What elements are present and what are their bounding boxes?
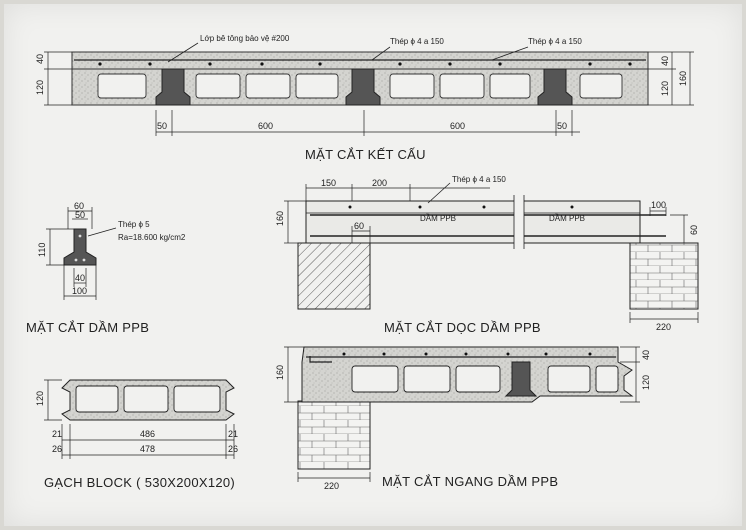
dim-100: 100	[651, 200, 666, 210]
dim-150: 150	[321, 178, 336, 188]
dim-beam-height: 110	[37, 243, 47, 257]
longitudinal-section-title: MẶT CẮT DỌC DẦM PPB	[384, 320, 541, 335]
longitudinal-dimensions	[284, 184, 699, 323]
dim-right-top: 40	[660, 56, 670, 66]
longitudinal-steel-note: Thép ϕ 4 a 150	[452, 175, 506, 184]
transverse-ppb-beam	[504, 361, 538, 397]
right-brick-support	[629, 242, 699, 310]
dim-beam-right: 50	[557, 121, 567, 131]
structural-drawing: Lớp bê tông bảo vệ #200 Thép ϕ 4 a 150 T…	[26, 34, 699, 491]
dim-right-total: 160	[678, 71, 688, 86]
dim-21-right: 21	[228, 429, 238, 439]
beam-profile	[63, 228, 97, 266]
dim-transverse-block: 120	[641, 375, 651, 390]
dim-beam-bottom-outer: 100	[72, 286, 87, 296]
transverse-dimensions	[284, 346, 640, 482]
beam-section: Thép ϕ 5 Ra=18.600 kg/cm2 60 50 110 40 1…	[26, 201, 186, 335]
structure-section-title: MẶT CẮT KẾT CẤU	[305, 147, 426, 162]
transverse-brick-support	[297, 400, 371, 470]
dim-span-2: 600	[450, 121, 465, 131]
ppb-beams	[155, 68, 573, 106]
longitudinal-section: DẦM PPB DẦM PPB Thép ϕ 4 a 150 150 200 1…	[275, 175, 699, 335]
dim-21-left: 21	[52, 429, 62, 439]
drawing-sheet: Lớp bê tông bảo vệ #200 Thép ϕ 4 a 150 T…	[4, 4, 742, 526]
dim-486: 486	[140, 429, 155, 439]
dim-block-height: 120	[35, 391, 45, 406]
dim-longitudinal-height: 160	[275, 211, 285, 226]
dim-220-transverse: 220	[324, 481, 339, 491]
beam-steel-note: Thép ϕ 5	[118, 220, 150, 229]
block-brick-section: 120 21 486 21 26 478 26 GẠCH BLOCK ( 530…	[35, 379, 238, 490]
dim-60-bearing: 60	[354, 221, 364, 231]
dim-beam-top-inner: 50	[75, 210, 85, 220]
dim-60-right: 60	[689, 225, 699, 235]
transverse-section-title: MẶT CẮT NGANG DẦM PPB	[382, 474, 558, 489]
dim-beam-top-outer: 60	[74, 201, 84, 211]
beam-dimensions	[46, 207, 97, 300]
beam-label-2: DẦM PPB	[549, 213, 585, 223]
beam-label-1: DẦM PPB	[420, 213, 456, 223]
transverse-section: 160 40 120 220 MẶT CẮT NGANG DẦM PPB	[275, 346, 651, 491]
dim-26-right: 26	[228, 444, 238, 454]
dim-26-left: 26	[52, 444, 62, 454]
block-dimensions	[44, 379, 235, 459]
left-support	[297, 242, 371, 310]
dim-right-mid: 120	[660, 81, 670, 96]
block-voids	[97, 73, 623, 99]
dim-220-longitudinal: 220	[656, 322, 671, 332]
beam-ra-note: Ra=18.600 kg/cm2	[118, 233, 186, 242]
steel-dots	[98, 62, 632, 66]
dim-transverse-top: 40	[641, 350, 651, 360]
dim-top-slab: 40	[35, 54, 45, 64]
bottom-dimensions	[155, 110, 580, 136]
steel-note-2: Thép ϕ 4 a 150	[528, 37, 582, 46]
beam-section-title: MẶT CẮT DẦM PPB	[26, 320, 149, 335]
dim-200: 200	[372, 178, 387, 188]
steel-note-1: Thép ϕ 4 a 150	[390, 37, 444, 46]
dim-transverse-total: 160	[275, 365, 285, 380]
dim-block: 120	[35, 80, 45, 95]
concrete-note: Lớp bê tông bảo vệ #200	[200, 34, 290, 43]
dim-span-1: 600	[258, 121, 273, 131]
right-dimensions	[648, 51, 694, 106]
leader-lines	[167, 42, 529, 63]
block-brick-title: GẠCH BLOCK ( 530X200X120)	[44, 475, 235, 490]
structure-section: Lớp bê tông bảo vệ #200 Thép ϕ 4 a 150 T…	[35, 34, 694, 162]
left-dimensions	[44, 51, 72, 106]
dim-beam-left: 50	[157, 121, 167, 131]
dim-478: 478	[140, 444, 155, 454]
dim-beam-bottom-inner: 40	[75, 273, 85, 283]
